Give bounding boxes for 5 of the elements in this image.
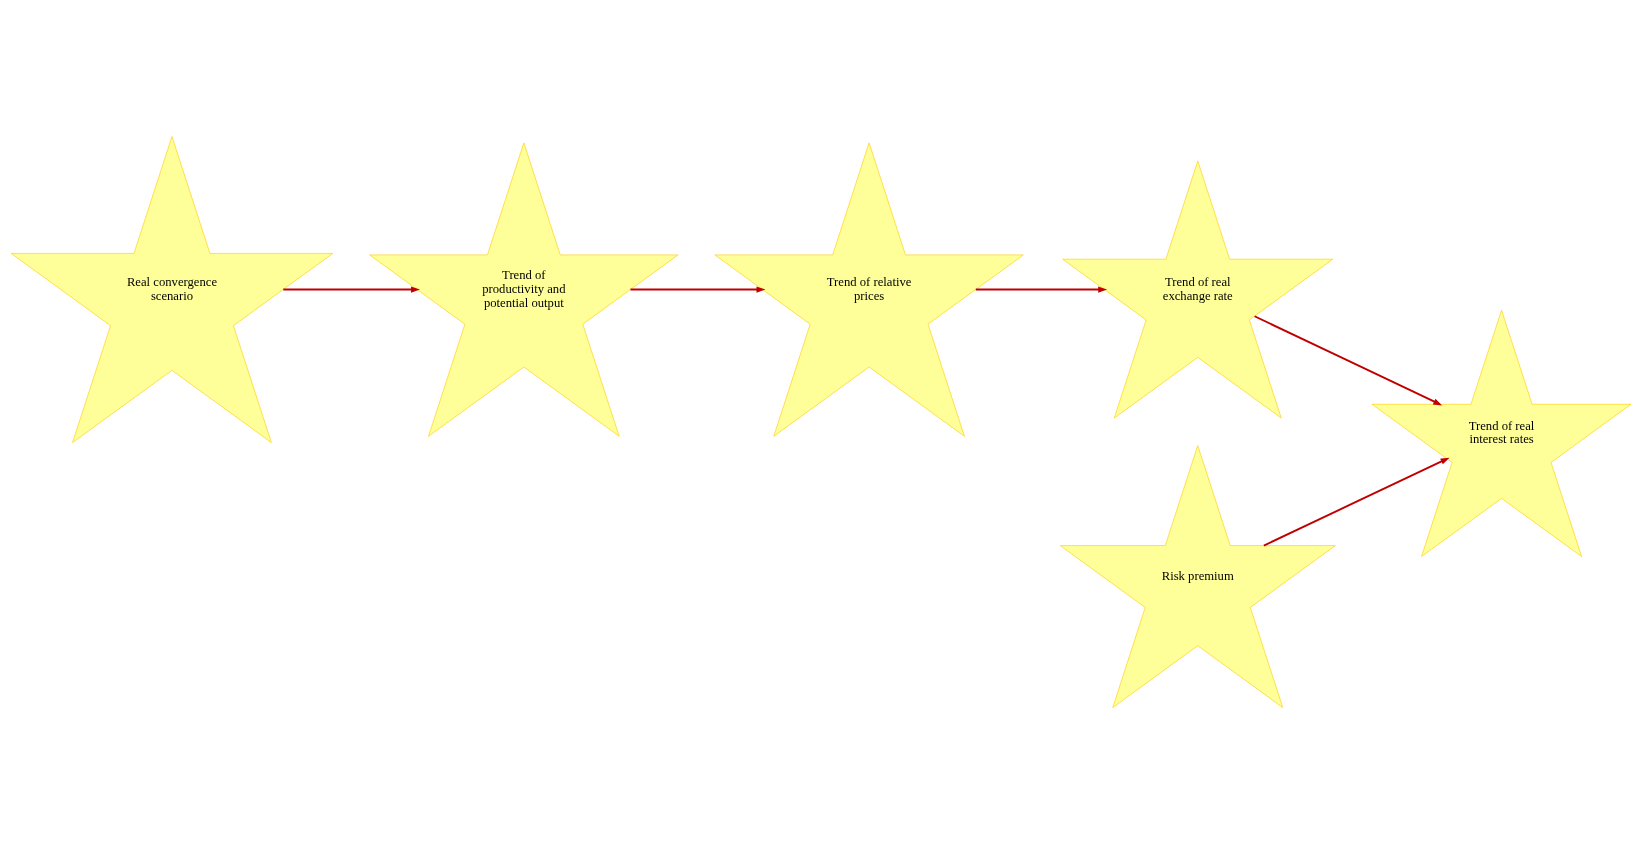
arrow xyxy=(974,285,1108,293)
arrow xyxy=(1253,314,1443,405)
arrow xyxy=(282,285,420,293)
arrow xyxy=(629,285,766,293)
arrow xyxy=(1262,457,1450,546)
